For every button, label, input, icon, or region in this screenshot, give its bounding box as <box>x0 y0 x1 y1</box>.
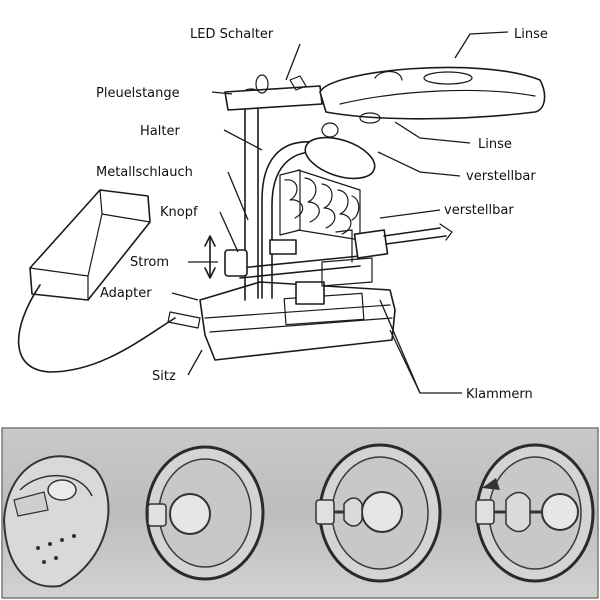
label-knob: Knopf <box>160 205 198 220</box>
adapter-box <box>29 189 151 301</box>
photo-ring-2 <box>315 443 442 583</box>
label-adapter: Adapter <box>100 286 152 301</box>
metal-hose <box>279 169 361 241</box>
connecting-rod <box>224 74 323 111</box>
label-holder: Halter <box>140 124 180 139</box>
label-connecting-rod: Pleuelstange <box>96 86 180 101</box>
led-lamp <box>304 122 376 180</box>
label-lens-lower: Linse <box>478 137 512 152</box>
label-adjustable-2: verstellbar <box>444 203 514 218</box>
leader-lines <box>171 31 509 394</box>
photo-ring-1 <box>145 445 265 581</box>
photo-lamp-closeup <box>2 455 110 588</box>
power-cable <box>17 284 176 373</box>
magnifier-housing <box>319 66 546 124</box>
height-arrow <box>204 235 216 279</box>
base <box>199 281 396 361</box>
label-led-switch: LED Schalter <box>190 27 274 42</box>
label-seat: Sitz <box>152 369 176 384</box>
label-adjustable-1: verstellbar <box>466 169 536 184</box>
label-lens-top: Linse <box>514 27 548 42</box>
label-power: Strom <box>130 255 169 270</box>
label-metal-hose: Metallschlauch <box>96 165 193 180</box>
clamp-arm <box>224 223 453 305</box>
holder-arm <box>261 141 313 299</box>
photo-ring-3 <box>475 443 595 583</box>
label-clamps: Klammern <box>466 387 533 402</box>
power-plug <box>167 311 201 329</box>
